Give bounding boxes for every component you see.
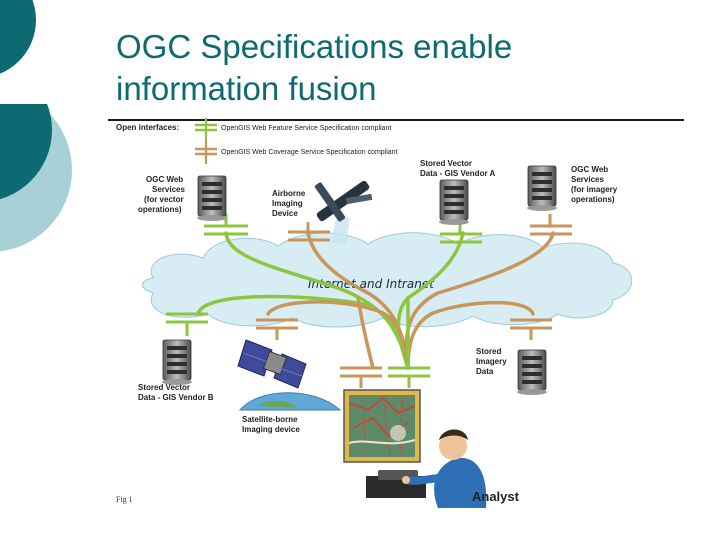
connector-stored-vector-b <box>166 312 208 336</box>
ogc-network-diagram: Open interfaces: OpenGIS Web Feature Ser… <box>116 118 633 508</box>
label-stored-vector-b: Stored Vector Data - GIS Vendor B <box>138 383 214 402</box>
svg-text:Airborne: Airborne <box>272 189 306 198</box>
svg-text:Services: Services <box>152 185 185 194</box>
svg-text:Stored: Stored <box>476 347 501 356</box>
figure-label: Fig 1 <box>116 495 133 504</box>
svg-text:Data - GIS Vendor B: Data - GIS Vendor B <box>138 393 214 402</box>
legend-feature-connector-icon <box>195 118 217 140</box>
connector-ogc-vector <box>204 214 248 236</box>
legend-feature-text: OpenGIS Web Feature Service Specificatio… <box>221 125 391 132</box>
label-ogc-imagery: OGC Web Services (for imagery operations… <box>571 165 618 204</box>
connector-ogc-imagery <box>530 214 572 236</box>
analyst-monitor-icon <box>343 389 421 463</box>
svg-text:Imaging: Imaging <box>272 199 303 208</box>
airborne-device-icon <box>314 180 373 246</box>
connector-stored-imagery <box>510 318 552 340</box>
svg-text:OGC Web: OGC Web <box>146 175 183 184</box>
title-divider <box>108 119 684 121</box>
svg-text:(for vector: (for vector <box>144 195 184 204</box>
label-stored-vector-a: Stored Vector Data - GIS Vendor A <box>420 159 495 178</box>
title-line-2: information fusion <box>116 70 377 107</box>
label-stored-imagery: Stored Imagery Data <box>476 347 507 376</box>
label-airborne: Airborne Imaging Device <box>272 189 306 218</box>
connector-analyst-feature <box>388 366 430 388</box>
server-stored-vector-a-icon <box>438 179 470 226</box>
svg-text:operations): operations) <box>138 205 182 214</box>
legend-coverage-text: OpenGIS Web Coverage Service Specificati… <box>221 149 398 156</box>
connector-satellite <box>256 318 298 340</box>
decorative-circles <box>0 0 72 252</box>
svg-text:(for imagery: (for imagery <box>571 185 618 194</box>
server-stored-vector-b-icon <box>161 339 193 386</box>
legend-coverage-connector-icon <box>195 140 217 164</box>
network-links <box>196 231 555 370</box>
label-ogc-vector: OGC Web Services (for vector operations) <box>138 175 185 214</box>
svg-text:Services: Services <box>571 175 604 184</box>
label-analyst: Analyst <box>472 489 520 504</box>
server-ogc-imagery-icon <box>526 165 558 212</box>
label-satellite: Satellite-borne Imaging device <box>242 415 300 434</box>
svg-text:Satellite-borne: Satellite-borne <box>242 415 298 424</box>
title-line-1: OGC Specifications enable <box>116 28 513 65</box>
svg-text:Data: Data <box>476 367 494 376</box>
svg-text:Device: Device <box>272 209 298 218</box>
svg-text:Stored Vector: Stored Vector <box>420 159 472 168</box>
svg-text:Data - GIS Vendor A: Data - GIS Vendor A <box>420 169 495 178</box>
connector-airborne <box>288 222 330 242</box>
svg-text:Imagery: Imagery <box>476 357 507 366</box>
open-interfaces-label: Open interfaces: <box>116 123 179 132</box>
satellite-icon <box>237 339 307 389</box>
slide-title: OGC Specifications enable information fu… <box>116 26 696 110</box>
svg-text:OGC Web: OGC Web <box>571 165 608 174</box>
svg-text:Stored Vector: Stored Vector <box>138 383 190 392</box>
svg-text:Imaging device: Imaging device <box>242 425 300 434</box>
server-ogc-vector-icon <box>196 175 228 222</box>
analyst-figure-icon <box>366 429 487 508</box>
connector-analyst-coverage <box>340 366 382 388</box>
server-stored-imagery-icon <box>516 349 548 396</box>
svg-text:operations): operations) <box>571 195 615 204</box>
